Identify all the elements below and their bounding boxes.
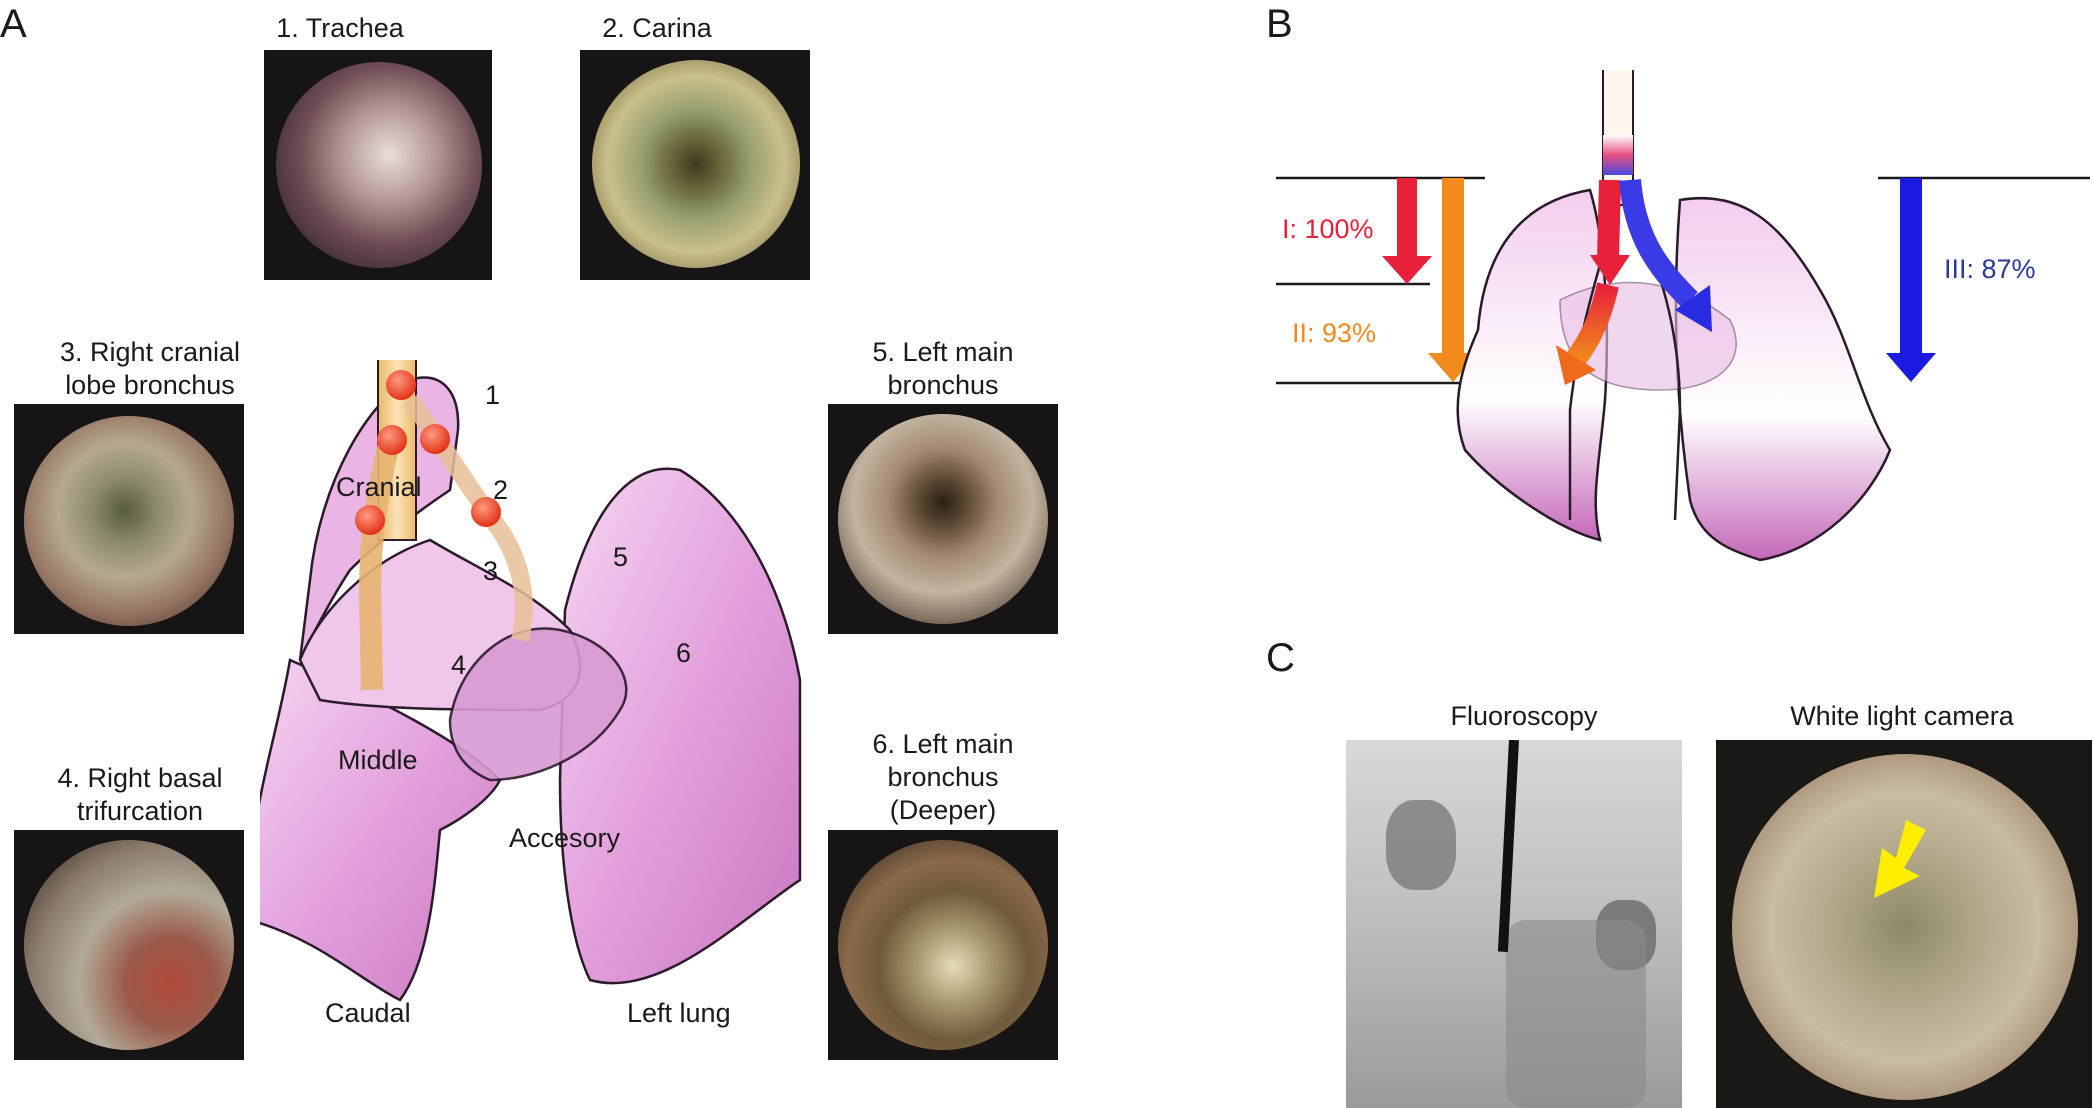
label-fluoroscopy: Fluoroscopy [1450, 701, 1598, 731]
white-light-camera-image [1716, 740, 2092, 1108]
reach-label-I: I: 100% [1282, 214, 1374, 244]
label-cranial: Cranial [336, 472, 422, 502]
scope-image-trachea [264, 50, 492, 280]
panel-label-c: C [1266, 636, 1295, 680]
marker-number-2: 2 [493, 475, 509, 505]
label-middle: Middle [338, 745, 418, 775]
label-white-light-camera: White light camera [1790, 701, 2014, 731]
reach-label-III: III: 87% [1944, 254, 2036, 284]
marker-number-1: 1 [485, 380, 501, 410]
marker-number-4: 4 [451, 650, 467, 680]
reach-label-II: II: 93% [1292, 318, 1377, 348]
yellow-pointer-arrow [1874, 820, 1926, 898]
scope-image-right-cranial [14, 404, 244, 634]
marker-dots [355, 370, 501, 535]
scope-image-right-basal [14, 830, 244, 1060]
marker-number-5: 5 [613, 542, 629, 572]
caption-left-main-deeper: 6. Left main bronchus (Deeper) [872, 729, 1014, 825]
arrow-III [1886, 178, 1936, 382]
scope-image-left-main-deeper [828, 830, 1058, 1060]
label-caudal: Caudal [325, 998, 411, 1028]
caption-trachea: 1. Trachea [276, 13, 404, 43]
accessory-lobe-shape [448, 627, 628, 782]
panel-label-a: A [0, 2, 27, 46]
scope-image-left-main [828, 404, 1058, 634]
lungs-b-right [1674, 196, 1892, 562]
arrow-I [1382, 178, 1432, 284]
caption-carina: 2. Carina [602, 13, 712, 43]
scope-image-carina [580, 50, 810, 280]
label-left-lung: Left lung [627, 998, 731, 1028]
scope-catheter [1497, 740, 1519, 952]
reach-diagram-b [1276, 70, 2090, 562]
label-accessory: Accesory [509, 823, 621, 853]
left-lung-shape [558, 467, 802, 985]
fluoroscopy-image [1346, 740, 1682, 1108]
caption-right-cranial: 3. Right cranial lobe bronchus [59, 337, 241, 400]
caption-left-main: 5. Left main bronchus [872, 337, 1014, 400]
marker-number-3: 3 [483, 556, 499, 586]
lung-schematic-a [260, 360, 802, 1002]
panel-label-b: B [1266, 2, 1293, 46]
caption-right-basal: 4. Right basal trifurcation [57, 763, 223, 826]
marker-number-6: 6 [676, 638, 692, 668]
